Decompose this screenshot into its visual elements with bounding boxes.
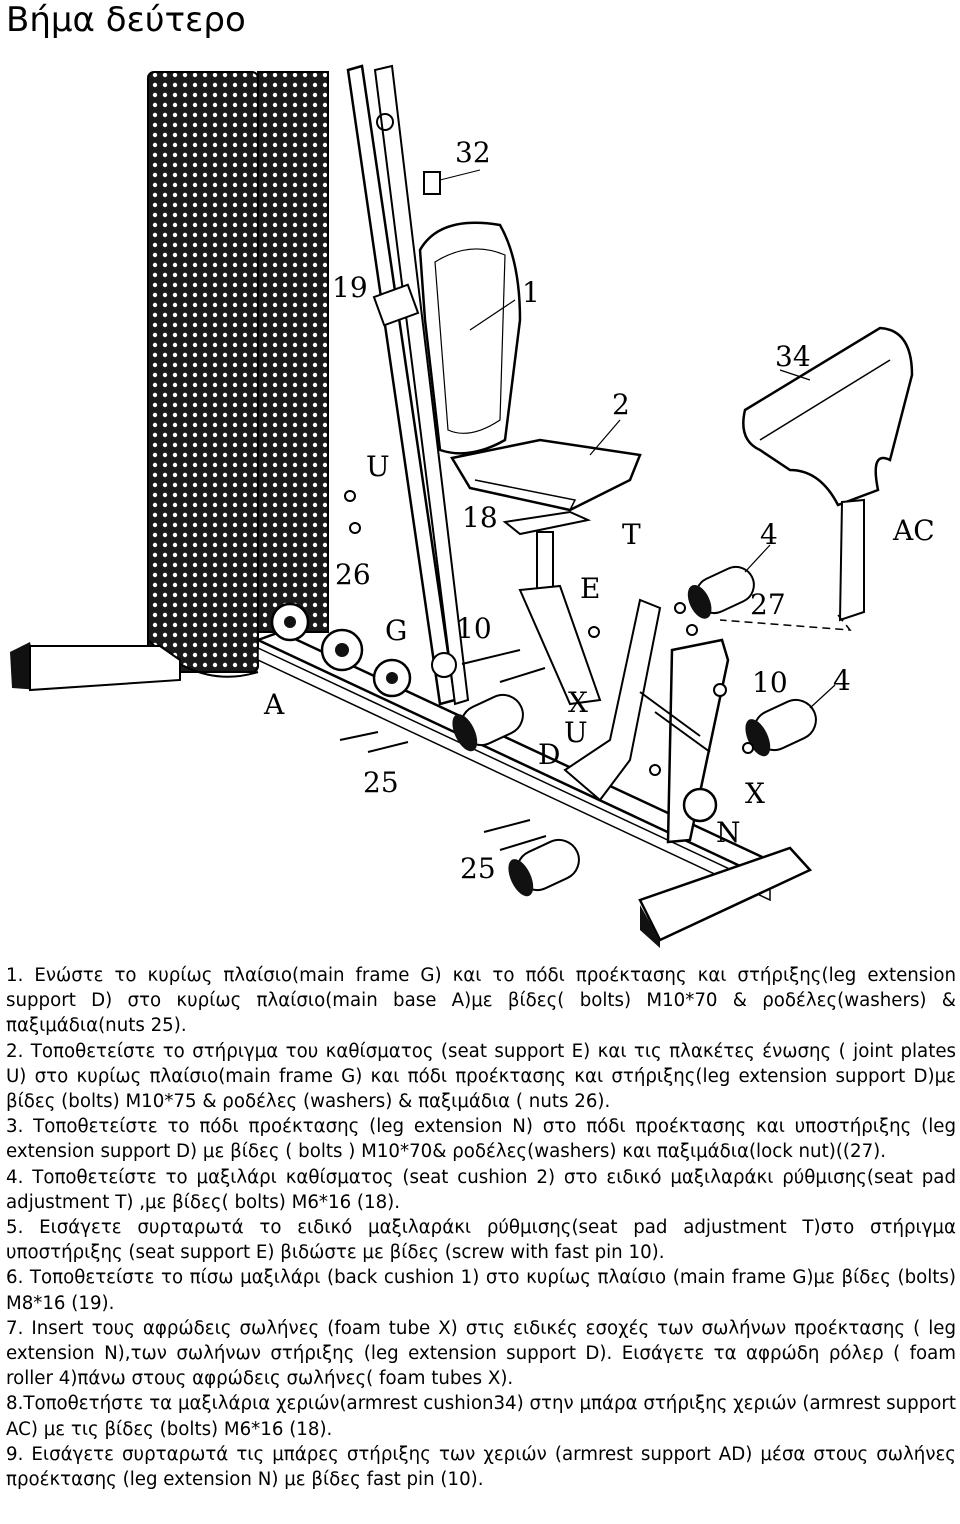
label-4-right: 4 — [833, 664, 851, 697]
leg-extension — [666, 638, 730, 844]
label-26: 26 — [335, 558, 371, 591]
label-18: 18 — [462, 501, 498, 534]
step-8: 8.Τοποθετήστε τα μαξιλάρια χεριών(armres… — [6, 1393, 956, 1440]
step-6: 6. Τοποθετείστε το πίσω μαξιλάρι (back c… — [6, 1267, 956, 1314]
leader-lines — [469, 299, 836, 709]
label-4-top: 4 — [760, 518, 778, 551]
seat-pad-adjustment — [502, 510, 592, 536]
pulleys — [270, 602, 718, 823]
label-U-mid: U — [564, 716, 588, 749]
assembly-steps: 1. Ενώστε το κυρίως πλαίσιο(main frame G… — [6, 963, 956, 1492]
step-2: 2. Τοποθετείστε το στήριγμα του καθίσματ… — [6, 1040, 956, 1113]
label-10-mid: 10 — [456, 612, 492, 645]
back-cushion — [418, 221, 522, 455]
label-27: 27 — [750, 588, 786, 621]
step-4: 4. Τοποθετείστε το μαξιλάρι καθίσματος (… — [6, 1166, 956, 1213]
assembly-drawing: 32 19 1 34 2 U 18 T 4 AC 26 E 27 G 10 10… — [10, 64, 935, 948]
clip-32 — [423, 171, 441, 195]
step-1: 1. Ενώστε το κυρίως πλαίσιο(main frame G… — [6, 965, 956, 1037]
label-E: E — [580, 572, 600, 605]
label-25-bottom: 25 — [460, 852, 496, 885]
step-9: 9. Εισάγετε συρταρωτά τις μπάρες στήριξη… — [6, 1443, 956, 1491]
label-D: D — [538, 738, 560, 771]
label-X-mid: X — [568, 686, 588, 719]
label-G: G — [385, 614, 407, 647]
label-X-right: X — [745, 777, 765, 810]
armrest-support — [838, 498, 865, 622]
base-foot-left — [10, 642, 181, 692]
label-32: 32 — [455, 136, 491, 169]
weight-stack — [147, 71, 329, 678]
label-34: 34 — [775, 340, 811, 373]
page-title: Βήμα δεύτερο — [6, 0, 246, 40]
assembly-diagram: 32 19 1 34 2 U 18 T 4 AC 26 E 27 G 10 10… — [0, 60, 960, 960]
label-19: 19 — [332, 271, 368, 304]
label-25-top: 25 — [363, 766, 399, 799]
foam-rollers — [452, 565, 817, 897]
seat-cushion — [450, 438, 642, 512]
bolts — [339, 490, 754, 851]
armrest-cushion — [742, 326, 914, 507]
step-7: 7. Insert τους αφρώδεις σωλήνες (foam tu… — [6, 1317, 956, 1390]
step-3: 3. Τοποθετείστε το πόδι προέκτασης (leg … — [6, 1116, 956, 1163]
bracket-19 — [372, 283, 420, 327]
label-10-right: 10 — [752, 666, 788, 699]
label-N: N — [716, 816, 741, 849]
label-A: A — [263, 688, 285, 721]
label-AC: AC — [892, 514, 935, 547]
seat-support — [518, 584, 602, 706]
step-5: 5. Εισάγετε συρταρωτά το ειδικό μαξιλαρά… — [6, 1217, 956, 1264]
main-frame-upright — [346, 64, 470, 706]
label-1: 1 — [522, 276, 540, 309]
label-2: 2 — [612, 388, 630, 421]
base-foot-right — [638, 846, 813, 948]
label-U-top: U — [366, 450, 390, 483]
leg-extension-support — [563, 598, 662, 802]
label-T: T — [622, 518, 641, 551]
